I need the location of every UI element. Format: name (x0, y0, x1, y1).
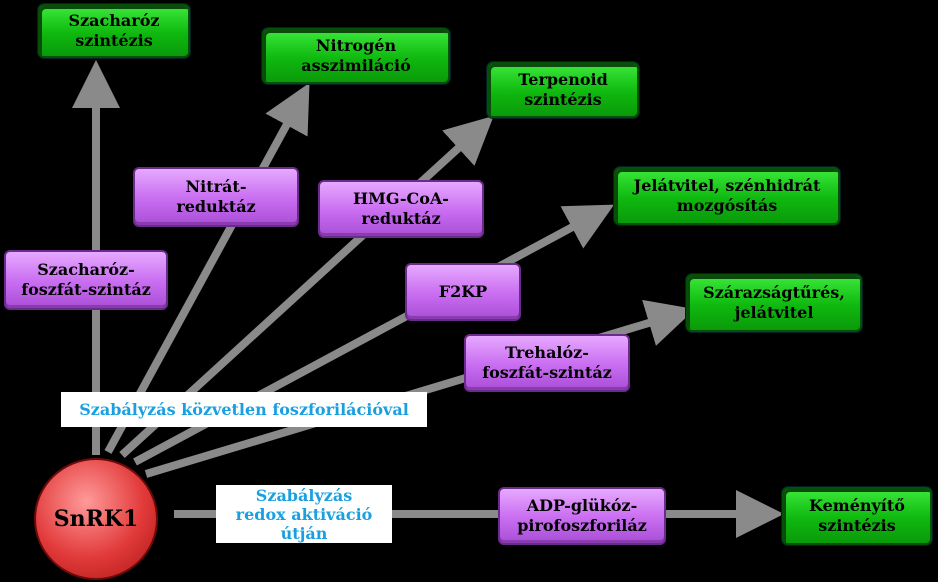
enzyme-hmgcoa-reductase: HMG-CoA- reduktáz (318, 180, 484, 238)
target-drought-tolerance: Szárazságtűrés, jelátvitel (686, 274, 862, 332)
target-signaling-carbs: Jelátvitel, szénhidrát mozgósítás (614, 167, 840, 225)
enzyme-nitrate-reductase: Nitrát- reduktáz (133, 167, 299, 227)
enzyme-agpase: ADP-glükóz- pirofoszforiláz (498, 487, 666, 545)
enzyme-sps: Szacharóz- foszfát-szintáz (4, 250, 168, 310)
note-direct-phosphorylation: Szabályzás közvetlen foszforilációval (61, 392, 427, 427)
enzyme-f2kp: F2KP (405, 263, 521, 321)
target-terpenoid-synthesis: Terpenoid szintézis (487, 62, 639, 118)
target-nitrogen-assimilation: Nitrogén asszimiláció (262, 28, 450, 84)
target-starch-synthesis: Keményítő szintézis (782, 487, 932, 545)
note-redox-activation: Szabályzás redox aktiváció útján (216, 485, 392, 543)
snrk1-hub: SnRK1 (34, 458, 158, 580)
enzyme-tps: Trehalóz- foszfát-szintáz (464, 334, 630, 392)
snrk1-label: SnRK1 (53, 506, 139, 532)
target-sucrose-synthesis: Szacharóz szintézis (38, 4, 190, 58)
